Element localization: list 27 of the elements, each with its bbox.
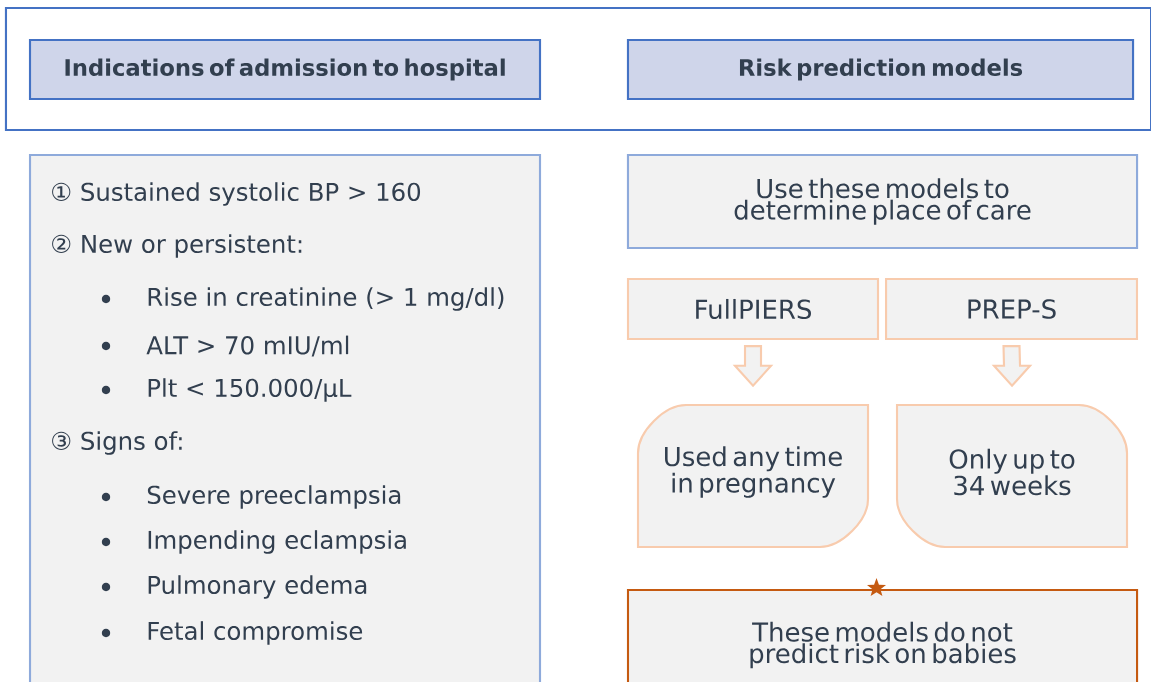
result-box: Used any time in pregnancy xyxy=(636,403,870,549)
note-box: These models do not predict risk on babies xyxy=(626,588,1139,682)
node-label: Pulmonary edema xyxy=(148,575,367,599)
block-arrow xyxy=(732,345,774,388)
header-box: Indications of admission to hospital xyxy=(28,38,542,101)
bullet-item: ALT > 70 mIU/ml xyxy=(101,335,349,357)
block-arrow xyxy=(991,345,1033,388)
result-box: Only up to 34 weeks xyxy=(895,403,1129,549)
header-box: Risk prediction models xyxy=(626,38,1135,101)
model-box: PREP-S xyxy=(885,277,1139,341)
node-label: ALT > 70 mIU/ml xyxy=(146,335,349,357)
process-box: Use these models to determine place of care xyxy=(626,153,1139,250)
node-label: Impending eclampsia xyxy=(148,530,406,554)
list-panel xyxy=(28,153,542,682)
list-item: ③ Signs of: xyxy=(52,431,182,455)
node-label: Fetal compromise xyxy=(148,621,363,645)
node-label: Severe preeclampsia xyxy=(147,485,401,509)
model-box: FullPIERS xyxy=(626,277,880,341)
bullet-item: Fetal compromise xyxy=(101,621,363,645)
list-item: ① Sustained systolic BP > 160 xyxy=(52,182,421,206)
list-item: ② New or persistent: xyxy=(52,234,302,258)
bullet-item: Severe preeclampsia xyxy=(101,485,401,509)
bullet-item: Impending eclampsia xyxy=(101,530,406,554)
node-label: Plt < 150.000/μL xyxy=(148,378,352,402)
bullet-item: Plt < 150.000/μL xyxy=(101,378,352,402)
bullet-item: Pulmonary edema xyxy=(101,575,367,599)
bullet-item: Rise in creatinine (> 1 mg/dl) xyxy=(101,287,504,311)
